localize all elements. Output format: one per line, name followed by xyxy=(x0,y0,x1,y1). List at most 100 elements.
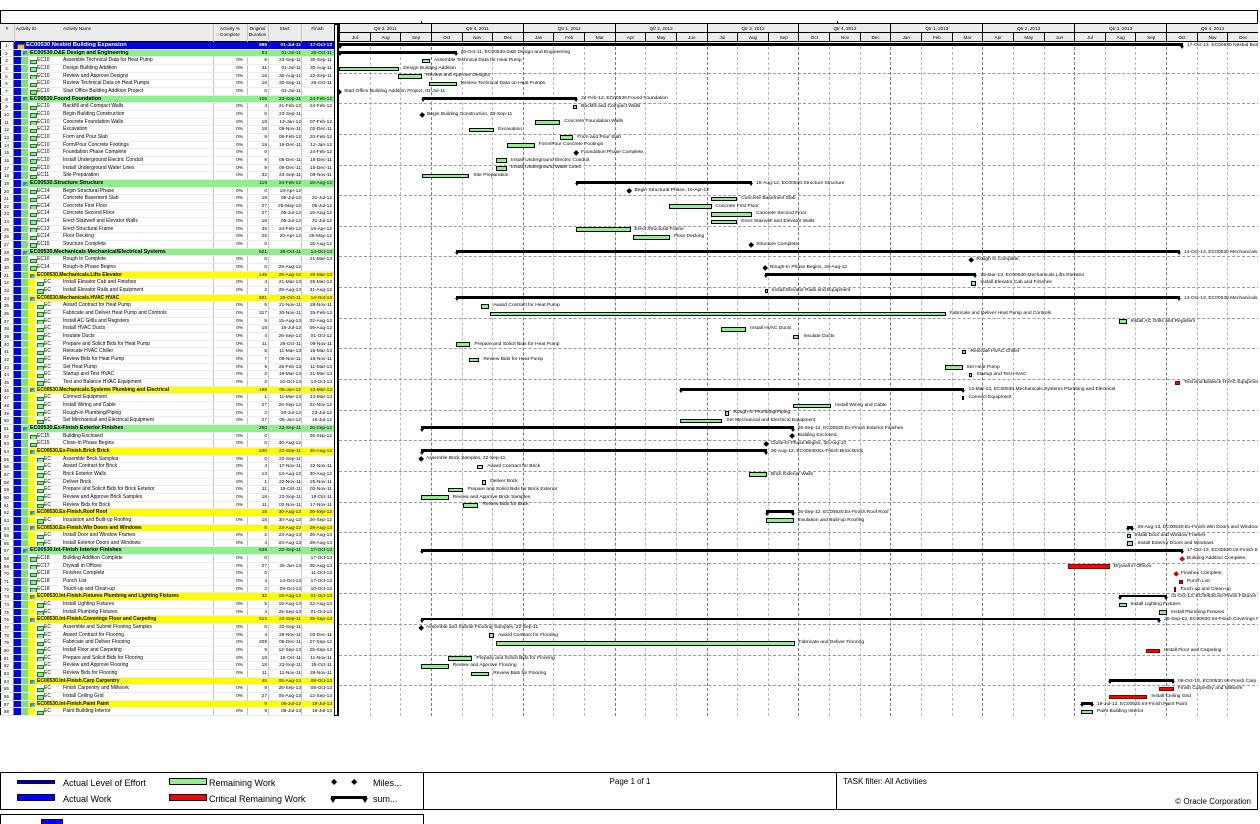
orig-duration-value: 0 xyxy=(264,242,267,248)
pct-complete-value: 0% xyxy=(236,280,243,286)
row-number: 74 xyxy=(0,601,14,609)
wbs-band-stripe xyxy=(21,310,28,317)
gantt-row-gridline xyxy=(339,593,1258,595)
activity-id: EC xyxy=(44,539,51,546)
row-number: 45 xyxy=(0,378,14,387)
wbs-band-stripe xyxy=(28,708,35,715)
activity-icon xyxy=(37,480,44,486)
activity-name: Install Wiring and Cable xyxy=(63,401,116,408)
activity-icon xyxy=(30,189,37,195)
group-row-label: EC00530.Mechanicals.HVAC HVAC xyxy=(37,294,120,301)
activity-icon xyxy=(37,281,44,287)
wbs-band-stripe xyxy=(21,218,28,225)
summary-bar xyxy=(678,387,966,393)
wbs-band-stripe xyxy=(21,401,28,409)
activity-icon xyxy=(30,166,37,172)
wbs-band-stripe xyxy=(21,639,28,647)
task-bar xyxy=(573,104,578,110)
pct-complete-value: 0% xyxy=(236,602,243,608)
wbs-band-stripe xyxy=(21,708,28,715)
finish-value: 25-Sep-13 xyxy=(309,617,332,623)
activity-name: Review and Approve Flooring xyxy=(63,662,129,669)
row-number: 76 xyxy=(0,616,14,625)
wbs-band-stripe xyxy=(28,539,35,547)
group-row-label: EC00530.Ex-Finish.Win Doors and Windows xyxy=(37,524,142,531)
wbs-band-stripe xyxy=(21,601,28,608)
wbs-band-stripe xyxy=(14,401,21,409)
activity-name: Install Elevator Cab and Finishes xyxy=(63,279,137,286)
task-bar xyxy=(749,472,767,478)
activity-name: Review Bids for Heat Pump xyxy=(63,356,125,363)
activity-name: Floor Decking xyxy=(63,233,94,240)
pct-complete-value: 0% xyxy=(236,234,243,240)
bar-label: Review Technical Data on Heat Pumps xyxy=(460,81,546,87)
start-value: 05-Jun-12 xyxy=(279,418,301,424)
activity-id: EC xyxy=(44,378,51,385)
task-bar xyxy=(482,480,487,485)
finish-value: 19-Jul-13 xyxy=(312,709,332,715)
wbs-band-stripe xyxy=(14,95,21,103)
legend-item-label: Remaining Work xyxy=(209,778,276,788)
wbs-band-stripe xyxy=(28,486,35,493)
activity-id: EC xyxy=(44,463,51,470)
pct-complete-value: 0% xyxy=(236,410,243,416)
finish-value: 26-Sep-12 xyxy=(309,425,332,431)
finish-value: 01-Oct-12 xyxy=(310,334,332,340)
task-bar xyxy=(496,158,507,163)
finish-value: 30-Aug-12 xyxy=(309,471,332,477)
row-number: 46 xyxy=(0,386,14,395)
pct-complete-value: 0% xyxy=(236,242,243,248)
bar-label: Prepare and Solicit Bids for Flooring xyxy=(476,655,555,661)
task-bar xyxy=(1108,694,1148,700)
phase-row-label: EC00530.Int-Finish Interior Finishes xyxy=(30,547,122,554)
activity-name: Concrete Foundation Walls xyxy=(63,118,124,125)
report-header-band: Nesbid Building Expansion Classic Schedu… xyxy=(0,10,1258,35)
wbs-band-stripe xyxy=(14,532,21,539)
activity-icon xyxy=(37,465,44,470)
activity-table-header: # Activity ID Activity Name Activity % C… xyxy=(0,24,335,42)
bar-label: Review Bids for Flooring xyxy=(493,670,547,676)
activity-icon xyxy=(37,503,44,509)
pct-complete-value: 0% xyxy=(236,73,243,79)
wbs-band-stripe xyxy=(14,394,21,401)
bar-label: Award Contract for Flooring xyxy=(498,632,558,638)
activity-id: EC10 xyxy=(37,64,50,71)
orig-duration-value: 2 xyxy=(264,288,267,294)
orig-duration-value: 32 xyxy=(261,594,267,600)
wbs-band-stripe xyxy=(14,654,21,662)
task-bar xyxy=(971,280,977,286)
wbs-band-stripe xyxy=(21,693,28,700)
wbs-band-stripe xyxy=(21,187,28,195)
timeline-month-cell: Jun xyxy=(1043,33,1075,42)
row-number: 7 xyxy=(0,87,14,96)
activity-icon xyxy=(30,159,37,164)
timeline-quarter-cell: Qtr 2, 2013 xyxy=(982,24,1075,33)
activity-id: EC14 xyxy=(37,187,50,194)
wbs-band-stripe xyxy=(21,133,28,141)
orig-duration-value: 16 xyxy=(261,73,267,79)
timeline-month-cell: Mar xyxy=(951,33,983,42)
timeline-quarter-cell: Qtr 4, 2013 xyxy=(1166,24,1258,33)
table-column-line xyxy=(247,24,248,716)
wbs-band-stripe xyxy=(28,279,35,287)
pct-complete-value: 0% xyxy=(236,609,243,615)
row-number: 70 xyxy=(0,570,14,579)
orig-duration-value: 11 xyxy=(262,341,267,347)
table-gantt-divider xyxy=(334,24,335,716)
orig-duration-value: 4 xyxy=(264,104,267,110)
orig-duration-value: 18 xyxy=(261,119,267,125)
activity-icon xyxy=(30,74,37,80)
activity-icon xyxy=(30,90,37,95)
pct-complete-value: 0% xyxy=(236,311,243,317)
wbs-band-stripe xyxy=(21,264,28,271)
orig-duration-value: 595 xyxy=(258,43,267,48)
row-number: 61 xyxy=(0,501,14,510)
wbs-band-stripe xyxy=(14,670,21,677)
activity-name: Startup and Test HVAC xyxy=(63,371,115,378)
start-value: 26-Oct-11 xyxy=(280,341,301,347)
